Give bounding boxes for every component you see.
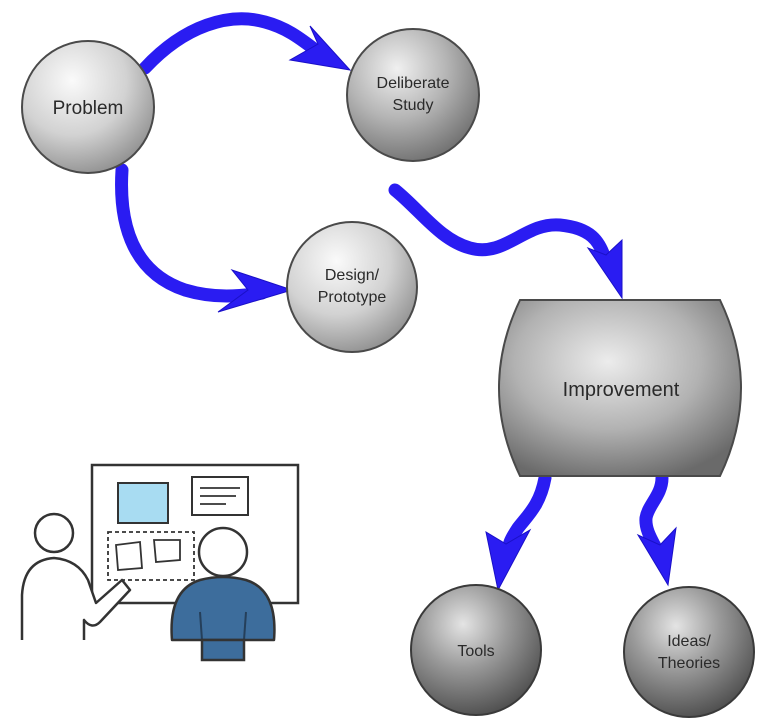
person-pointing [20, 512, 132, 640]
whiteboard-dashed-group [107, 531, 195, 581]
node-ideas-theories: Ideas/ Theories [623, 586, 755, 718]
node-improvement: Improvement [498, 299, 742, 477]
node-deliberate-study: Deliberate Study [346, 28, 480, 162]
arrow-problem-to-study [138, 12, 352, 75]
node-ideas-theories-label-line1: Ideas/ [667, 633, 711, 650]
node-tools-label: Tools [457, 643, 494, 660]
node-improvement-label: Improvement [563, 379, 680, 401]
node-deliberate-study-label-line2: Study [393, 97, 434, 114]
node-design-prototype-label-line1: Design/ [325, 267, 380, 284]
node-ideas-theories-label-line2: Theories [658, 655, 720, 672]
node-design-prototype: Design/ Prototype [286, 221, 418, 353]
whiteboard-text-note [191, 476, 249, 516]
node-deliberate-study-label-line1: Deliberate [377, 75, 450, 92]
node-design-prototype-label-line2: Prototype [318, 289, 387, 306]
node-tools: Tools [410, 584, 542, 716]
person-blue-shirt [170, 526, 276, 662]
whiteboard-blue-card [117, 482, 169, 524]
node-problem: Problem [21, 40, 155, 174]
arrow-improvement-to-tools [485, 471, 552, 592]
people-at-whiteboard-icon [20, 463, 300, 662]
arrow-improvement-to-ideas [636, 471, 677, 587]
arrow-problem-to-design [115, 163, 294, 313]
node-problem-label: Problem [53, 98, 124, 119]
arrow-study-to-improvement [388, 183, 623, 300]
